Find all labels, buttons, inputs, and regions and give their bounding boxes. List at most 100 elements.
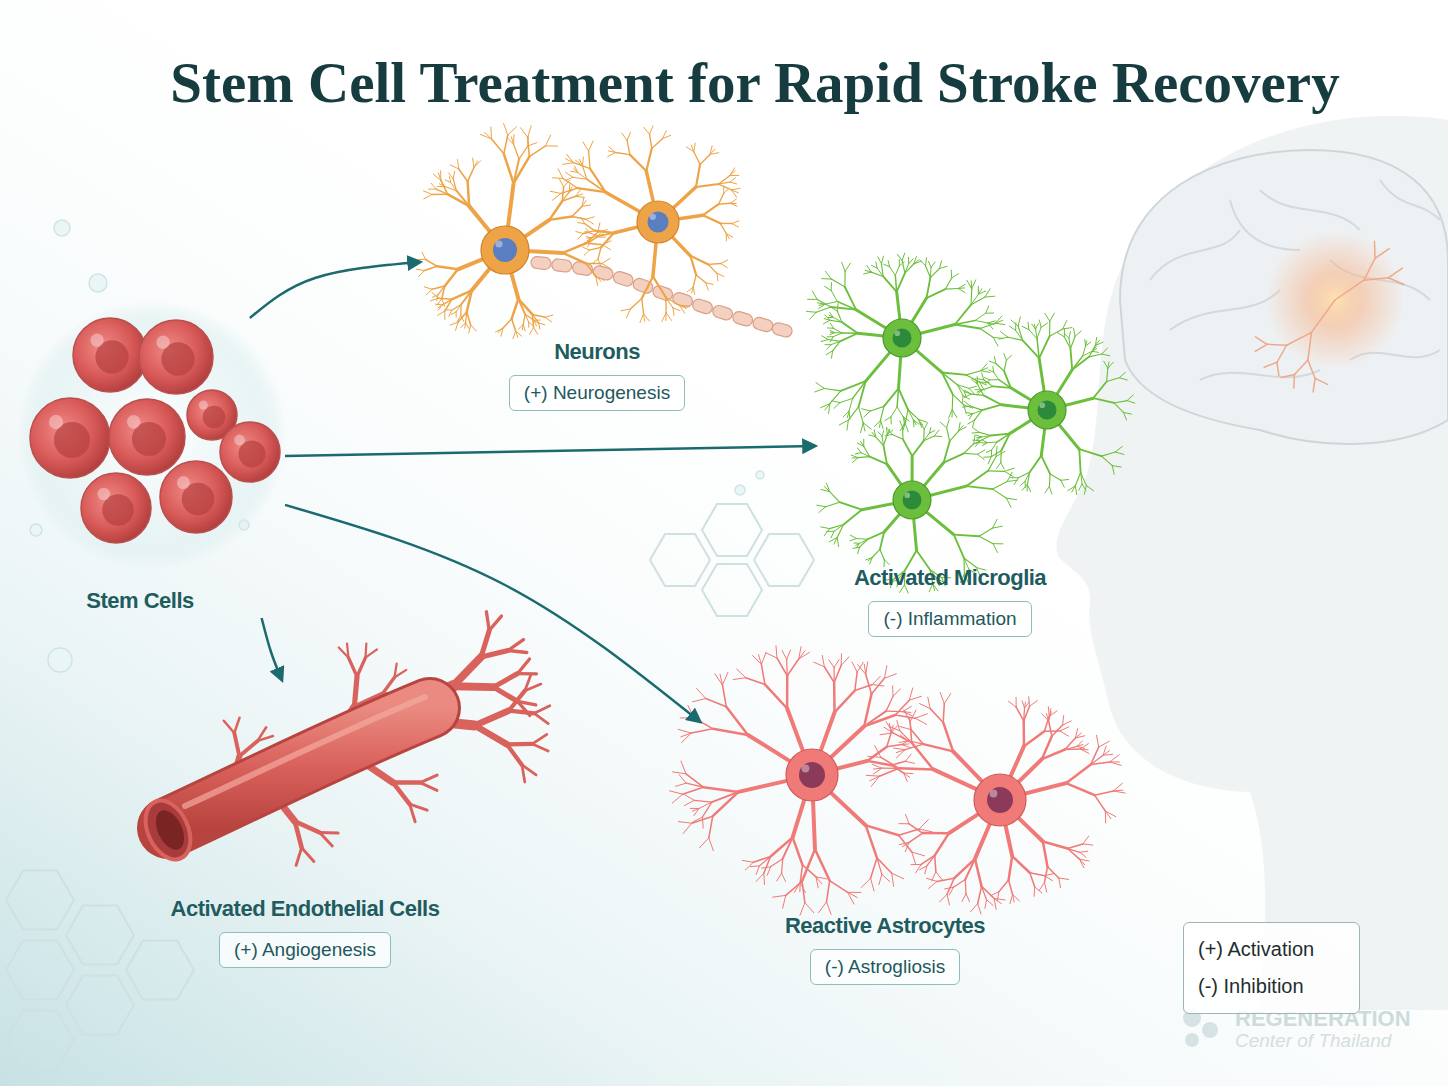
capillary — [532, 744, 548, 751]
cell-process — [965, 859, 975, 880]
cell-process — [1080, 851, 1088, 852]
microglia-cell — [963, 313, 1135, 495]
cell-process — [444, 311, 445, 319]
bubble — [756, 471, 764, 479]
cell-process — [899, 768, 933, 769]
cell-process — [461, 290, 472, 304]
cell-process — [990, 379, 999, 380]
cell-process — [1114, 403, 1123, 412]
cell-process — [892, 873, 904, 879]
cell-process — [975, 859, 982, 887]
cell-process — [771, 859, 783, 867]
brain-fold — [1230, 200, 1300, 250]
cell-process — [750, 865, 759, 867]
cell-process — [985, 378, 990, 380]
cell-process — [799, 651, 805, 659]
cell-process — [1030, 701, 1038, 707]
cell-process — [880, 549, 884, 559]
cell-process — [438, 286, 445, 294]
cell-process — [864, 272, 872, 274]
cell-process — [920, 704, 931, 709]
cell-nucleus — [987, 787, 1013, 813]
legend-box: (+) Activation(-) Inhibition — [1183, 922, 1360, 1014]
cell-process — [1011, 320, 1018, 326]
cell-process — [986, 312, 994, 313]
lesion-vessel — [1374, 241, 1376, 258]
myelin-segment — [530, 256, 551, 270]
cell-type-label: Reactive Astrocytes — [785, 911, 985, 941]
cell-process — [474, 161, 481, 168]
cell-process — [861, 878, 870, 887]
bubble — [89, 274, 107, 292]
cell-process — [902, 743, 909, 745]
cell-process — [1013, 895, 1015, 902]
cell-process — [450, 322, 458, 325]
cell-process — [850, 535, 856, 538]
cell-process — [694, 143, 695, 152]
cell-process — [458, 312, 467, 322]
cell-process — [877, 858, 882, 874]
cell-process — [429, 189, 437, 190]
cell-process — [870, 457, 887, 465]
cell-process — [959, 426, 963, 431]
cell-process — [681, 733, 691, 743]
cell-process — [943, 703, 944, 722]
cell-process — [845, 263, 850, 271]
axon-guide — [532, 262, 790, 332]
cell-process — [981, 371, 990, 373]
cell-process — [693, 699, 706, 702]
cell-body — [974, 774, 1026, 826]
cell-process — [903, 439, 912, 456]
cell-process — [881, 420, 884, 428]
cell-process — [993, 519, 997, 528]
cell-process — [1018, 317, 1020, 326]
cell-process — [899, 835, 912, 852]
cell-process — [826, 271, 832, 279]
cell-process — [980, 323, 995, 328]
cell-process — [978, 886, 982, 903]
cell-process — [851, 455, 858, 458]
stem-cell — [109, 399, 185, 475]
cell-process — [1113, 791, 1125, 793]
cell-process — [920, 866, 927, 870]
capillary — [507, 744, 522, 765]
cell-process — [534, 320, 538, 323]
capillary — [532, 734, 546, 744]
cell-process — [773, 895, 786, 897]
hexagon — [6, 941, 74, 1000]
head-outline — [1057, 116, 1448, 1010]
cell-process — [975, 313, 986, 320]
cell-process — [678, 729, 691, 733]
cell-process — [899, 262, 904, 266]
astrocyte-cell — [866, 692, 1125, 913]
neuron — [416, 124, 611, 339]
cell-process — [993, 489, 1007, 498]
cell-process — [1095, 795, 1106, 811]
cell-process — [766, 653, 777, 659]
cell-process — [829, 315, 833, 317]
cell-process — [719, 182, 730, 184]
cell-process — [892, 686, 893, 696]
cell-process — [680, 717, 694, 718]
myelin-segment — [711, 304, 734, 321]
cell-process — [1057, 333, 1064, 337]
cell-process — [871, 858, 877, 878]
cell-group: Activated Endothelial Cells(+) Angiogene… — [140, 680, 470, 972]
cell-process — [958, 287, 964, 289]
vessel-lumen — [150, 806, 190, 854]
cell-process — [1108, 362, 1109, 369]
cell-process — [827, 345, 831, 349]
myelin-segment — [752, 316, 774, 333]
cell-process — [445, 269, 458, 286]
cell-process — [419, 271, 425, 277]
capillary — [518, 672, 537, 676]
cell-highlight — [177, 476, 190, 489]
cell-process — [471, 325, 477, 331]
cell-process — [1064, 333, 1069, 338]
head-silhouette — [1057, 116, 1448, 1010]
cell-process — [924, 423, 928, 429]
cell-process — [1050, 474, 1061, 480]
stem-cell — [81, 473, 151, 543]
logo-dot — [1202, 1022, 1218, 1038]
cell-process — [822, 655, 824, 666]
